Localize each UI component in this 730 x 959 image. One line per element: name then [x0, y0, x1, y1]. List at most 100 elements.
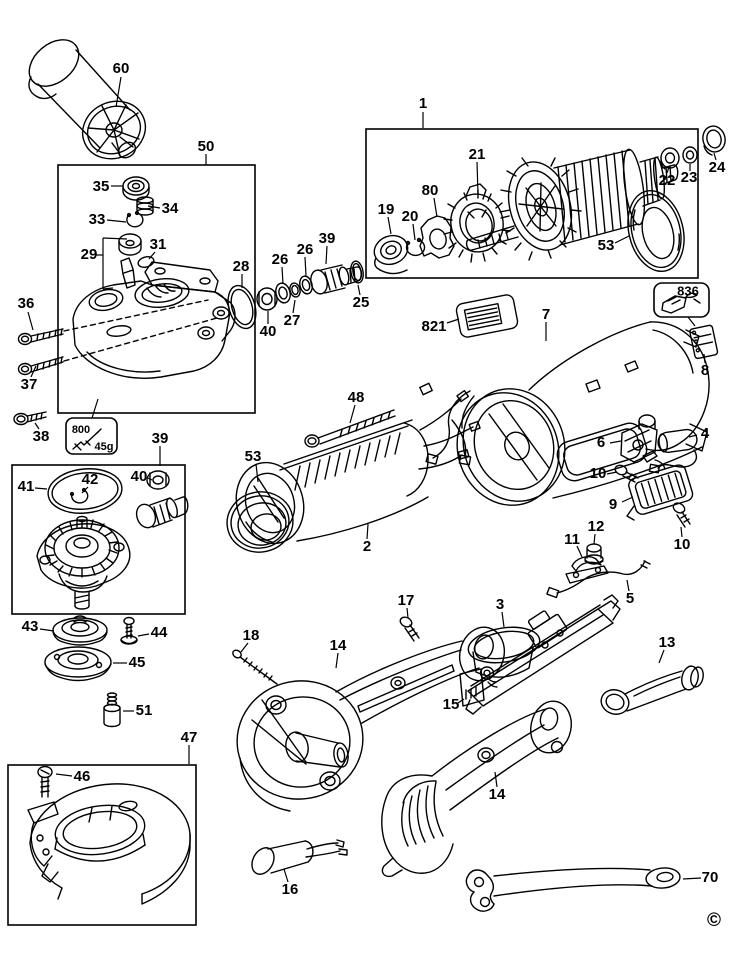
- clamp-nut-45: [44, 646, 112, 682]
- housing-half-lower-14: [381, 700, 572, 878]
- brush-8: [689, 324, 719, 360]
- flange-bearing-43: [52, 615, 108, 646]
- brush-cover-9: [626, 464, 694, 521]
- leader-line-46-30: [55, 773, 73, 777]
- retaining-ring-25: [350, 260, 364, 284]
- part-label-©-62: ©: [707, 910, 721, 931]
- bearing-19: [373, 234, 409, 275]
- part-label-45-27: 45: [129, 654, 146, 671]
- leader-line-26-9: [281, 266, 284, 285]
- retaining-ring-24: [702, 125, 726, 156]
- nut-40: [146, 470, 170, 490]
- inset-box-grease-800: [65, 417, 118, 455]
- screw-10-upper: [614, 464, 639, 483]
- leader-line-40-22: [147, 477, 153, 481]
- part-label-8-42: 8: [701, 362, 709, 379]
- clip-42: [69, 487, 89, 504]
- part-label-35-3: 35: [93, 178, 110, 195]
- part-label-60-1: 60: [113, 60, 130, 77]
- part-label-18-54: 18: [243, 627, 260, 644]
- grommet-12: [584, 543, 604, 565]
- leader-line-53-38: [614, 235, 630, 244]
- screw-48: [304, 409, 396, 448]
- armature: [465, 148, 679, 261]
- leader-line-53-21: [255, 463, 259, 483]
- leader-line-26-11: [304, 256, 307, 277]
- washer-23: [682, 146, 698, 164]
- part-label-10-47: 10: [674, 536, 691, 553]
- leader-line-24-37: [713, 152, 717, 161]
- part-label-800-18: 800: [72, 424, 90, 436]
- part-label-29-6: 29: [81, 246, 98, 263]
- part-label-40-22: 40: [131, 468, 148, 485]
- grease-tube-icon: [72, 428, 102, 451]
- leader-line-22-35: [666, 166, 670, 174]
- leader-line-48-59: [349, 404, 356, 424]
- leader-line-34-4: [147, 205, 161, 209]
- leader-line-15-56: [457, 698, 465, 704]
- motor-housing: [456, 321, 710, 506]
- lock-pin-51: [103, 692, 121, 728]
- leader-line-800-18: [91, 398, 99, 419]
- o-ring-41: [47, 468, 123, 514]
- leader-line-39-12: [325, 245, 328, 265]
- part-label-836-41: 836: [677, 283, 699, 298]
- part-label-38-17: 38: [33, 428, 50, 445]
- leader-line-20-32: [412, 223, 416, 241]
- leader-line-44-26: [137, 633, 150, 637]
- part-label-39-20: 39: [152, 430, 169, 447]
- leader-line-27-10: [292, 299, 296, 314]
- part-label-24-37: 24: [709, 159, 726, 176]
- part-label-48-59: 48: [348, 389, 365, 406]
- leader-line-6-43: [609, 440, 622, 444]
- leader-line-33-5: [106, 219, 127, 223]
- part-label-26-11: 26: [297, 241, 314, 258]
- part-label-44-26: 44: [151, 624, 168, 641]
- leader-line-5-50: [626, 579, 630, 592]
- nut-40-row: [256, 287, 278, 311]
- gear-housing: [63, 261, 236, 379]
- part-label-53-21: 53: [245, 448, 262, 465]
- leader-line-37-16: [30, 365, 37, 378]
- leader-line-821-39: [446, 318, 460, 324]
- leader-line-25-13: [357, 284, 361, 296]
- group-boxes: [7, 128, 710, 926]
- spanner-wrench-70: [465, 867, 681, 912]
- part-label-19-31: 19: [378, 201, 395, 218]
- part-label-53-38: 53: [598, 237, 615, 254]
- leader-line-42-24: [81, 486, 89, 494]
- nameplate-821: [455, 294, 519, 338]
- snap-ring-33: [126, 210, 144, 228]
- leader-line-4-44: [688, 434, 698, 438]
- part-label-5-50: 5: [626, 590, 634, 607]
- capacitor-4: [648, 428, 698, 474]
- group-box-armature-1: [365, 128, 699, 279]
- diaphragm-53-right: [627, 189, 685, 273]
- pinion-gear-39-row: [310, 264, 363, 295]
- group-box-guard-47: [7, 764, 197, 926]
- part-label-17-53: 17: [398, 592, 415, 609]
- wire-5: [546, 560, 651, 599]
- housing-half-upper-14: [236, 626, 506, 812]
- leader-line-36-15: [27, 311, 34, 331]
- leader-line-2-58: [366, 523, 369, 540]
- part-label-51-28: 51: [136, 702, 153, 719]
- leader-line-41-23: [34, 487, 48, 490]
- part-label-12-48: 12: [588, 518, 605, 535]
- part-label-15-56: 15: [443, 696, 460, 713]
- leader-line-16-60: [283, 868, 289, 883]
- part-label-50-2: 50: [198, 138, 215, 155]
- part-label-70-61: 70: [702, 869, 719, 886]
- leader-line-9-46: [621, 496, 634, 503]
- leader-line-21-34: [476, 161, 479, 195]
- part-label-28-8: 28: [233, 258, 250, 275]
- part-label-27-10: 27: [284, 312, 301, 329]
- part-label-36-15: 36: [18, 295, 35, 312]
- part-label-33-5: 33: [89, 211, 106, 228]
- cord-protector-13: [600, 665, 704, 715]
- part-label-26-9: 26: [272, 251, 289, 268]
- part-label-6-43: 6: [597, 434, 605, 451]
- part-label-46-30: 46: [74, 768, 91, 785]
